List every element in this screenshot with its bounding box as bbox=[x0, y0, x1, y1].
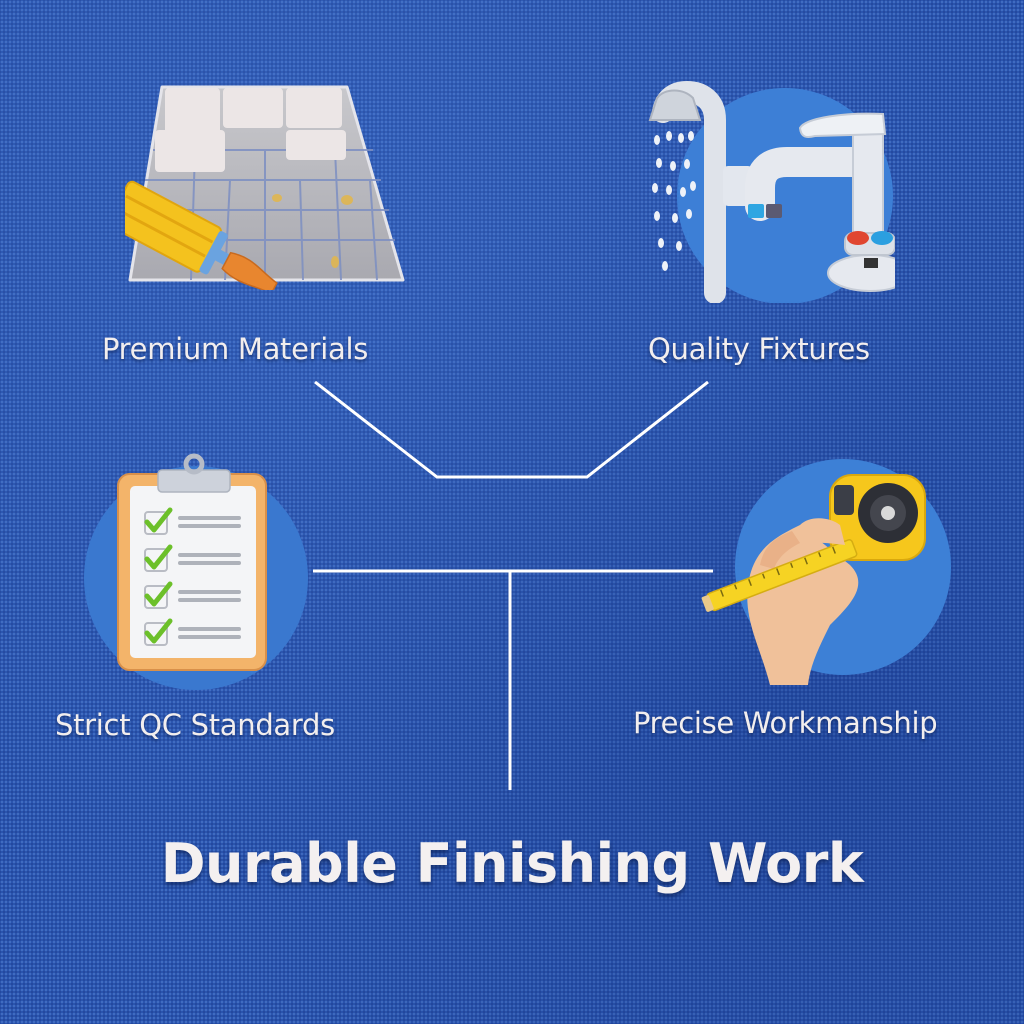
faucet-shower-icon bbox=[648, 80, 913, 304]
checklist-items bbox=[144, 507, 241, 646]
tile-trowel-icon bbox=[107, 85, 405, 295]
node-quality-fixtures bbox=[645, 78, 913, 304]
label-premium-materials: Premium Materials bbox=[102, 332, 369, 366]
node-precise-workmanship bbox=[700, 455, 960, 690]
diagram-title: Durable Finishing Work bbox=[160, 832, 864, 895]
node-premium-materials bbox=[107, 80, 410, 295]
node-strict-qc-standards bbox=[80, 452, 315, 692]
label-strict-qc-standards: Strict QC Standards bbox=[55, 708, 335, 742]
tape-measure-icon bbox=[701, 459, 951, 685]
label-quality-fixtures: Quality Fixtures bbox=[648, 332, 870, 366]
checklist-clipboard-icon bbox=[84, 453, 308, 690]
label-precise-workmanship: Precise Workmanship bbox=[633, 706, 938, 740]
top-connector bbox=[314, 380, 709, 479]
